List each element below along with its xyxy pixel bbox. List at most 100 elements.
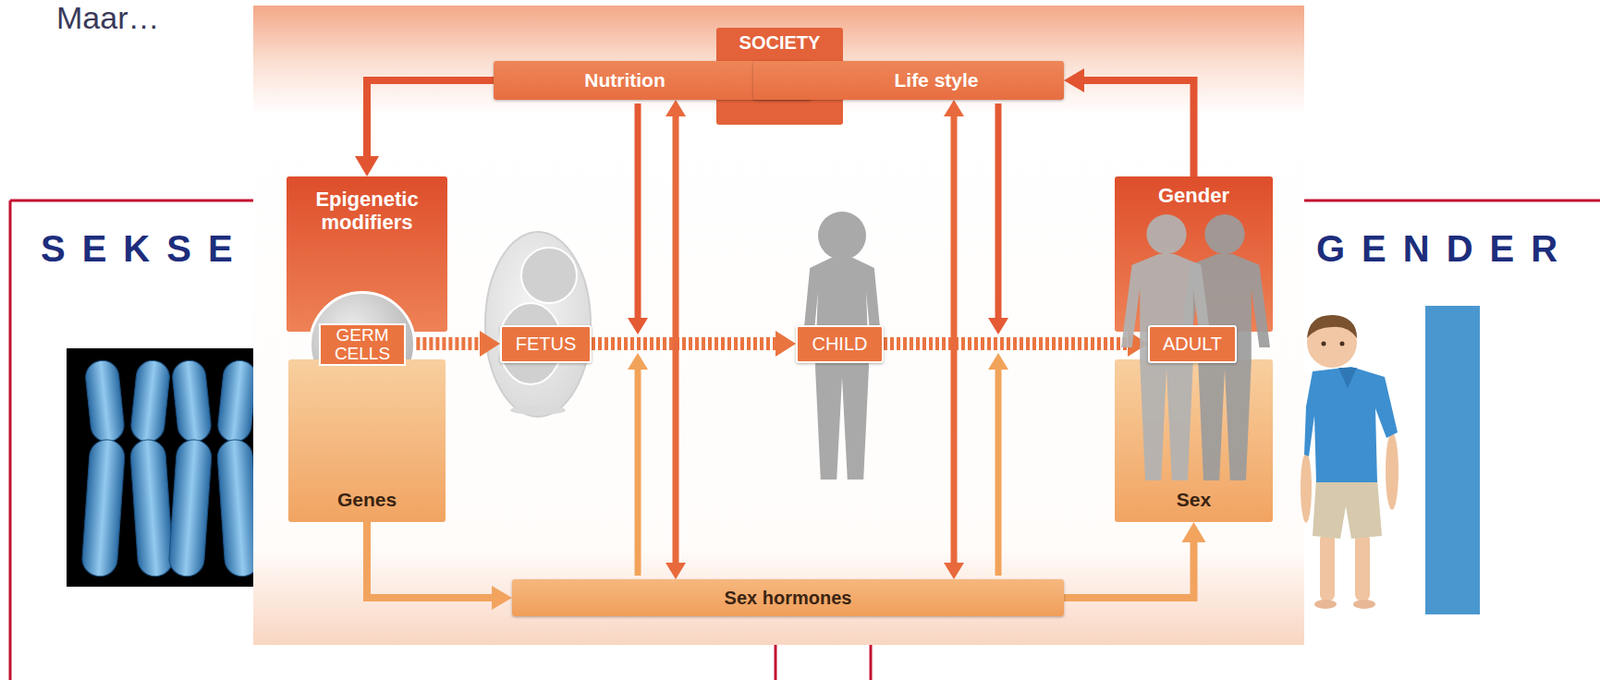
arrow-head [354, 156, 379, 177]
blue-bar [1425, 305, 1480, 615]
arrow-head [665, 99, 686, 117]
boy-foot [1353, 599, 1376, 610]
chromatid [129, 359, 171, 444]
boy-foot [1314, 599, 1337, 610]
connector-line [366, 80, 494, 160]
sex-box: Sex [1114, 359, 1273, 523]
stage-label: FETUS [500, 325, 592, 364]
boy-collar [1338, 367, 1357, 389]
node-text: FETUS [515, 333, 577, 355]
diagram-panel [253, 5, 1305, 646]
node-text: Life style [893, 69, 978, 92]
influence-arrow [943, 99, 965, 580]
node-text: Nutrition [584, 69, 665, 92]
arrow-shaft [995, 103, 1002, 320]
development-arrow [883, 330, 1149, 357]
arrow-head [988, 353, 1009, 370]
arrow-head [665, 562, 686, 580]
boy-eye [1321, 341, 1327, 347]
boy-arm [1385, 432, 1399, 511]
frame-line [869, 645, 873, 680]
arrow-head [943, 562, 965, 580]
connector-line [672, 112, 680, 566]
connector-line [883, 337, 1132, 351]
influence-arrow [1063, 522, 1207, 599]
slide-title: GENDER [1316, 227, 1575, 270]
arrow-head [627, 317, 648, 335]
adult-silhouette [1179, 214, 1271, 481]
arrow-head [775, 330, 796, 357]
connector-line [366, 522, 496, 599]
child-body [802, 256, 883, 480]
frame-line [774, 645, 778, 680]
boy-photo [1300, 315, 1399, 610]
gender-box: Gender [1114, 176, 1273, 332]
chromosome-photo [66, 348, 261, 587]
influence-arrow [366, 522, 513, 611]
connector-line [415, 337, 484, 351]
influence-arrow [665, 99, 686, 580]
chromatid [129, 439, 174, 578]
connector-line [1063, 538, 1195, 599]
node-text: Epigenetic modifiers [293, 187, 440, 235]
node-text: Genes [337, 488, 397, 512]
boy-hair [1306, 315, 1357, 339]
genes-box: Genes [288, 359, 446, 523]
adult-head [1204, 214, 1245, 255]
development-arrow [415, 330, 501, 357]
slide-heading: Maar… [56, 0, 159, 37]
chromatid [81, 439, 126, 578]
stage-label: CHILD [795, 325, 884, 364]
fetus-figure [485, 232, 591, 417]
fetus-head [521, 247, 577, 304]
node-text: SOCIETY [739, 32, 821, 54]
womb-egg [485, 232, 591, 417]
node-text: ADULT [1162, 333, 1222, 355]
arrow-head [1182, 522, 1207, 543]
node-text: Sex hormones [724, 587, 853, 610]
development-arrow [591, 330, 796, 357]
arrow-head [943, 99, 965, 117]
boy-shorts [1312, 478, 1382, 539]
child-head [818, 211, 867, 260]
boy-shirt [1304, 366, 1398, 483]
arrow-head [1063, 68, 1085, 93]
label-holder: GENDER [1316, 227, 1575, 270]
connector-line [1080, 80, 1195, 177]
factor-bar: Life style [753, 61, 1064, 100]
adult-silhouette [1121, 214, 1212, 481]
adult-head [1146, 214, 1186, 255]
arrow-head [988, 317, 1009, 335]
label-holder: SEKSE [40, 227, 250, 270]
stage-label: ADULT [1148, 325, 1237, 364]
frame-line [9, 200, 13, 680]
arrow-shaft [635, 103, 642, 320]
chromatid [170, 359, 213, 444]
arrow-head [491, 586, 513, 611]
hormone-bar: Sex hormones [512, 579, 1064, 617]
node-text: Gender [1158, 183, 1230, 208]
boy-eye [1340, 341, 1345, 347]
slide-title: SEKSE [40, 227, 250, 270]
adult-body [1179, 254, 1271, 481]
arrow-head [627, 353, 648, 370]
node-text: CHILD [811, 333, 868, 355]
influence-arrow [354, 80, 494, 177]
connector-line [591, 337, 780, 351]
influence-arrow [1063, 68, 1195, 177]
arrow-head [1127, 330, 1149, 357]
boy-arm [1300, 452, 1312, 524]
node-text: GERM CELLS [318, 323, 406, 367]
chromatid [84, 359, 126, 444]
node-text: Sex [1176, 488, 1211, 512]
arrow-shaft [635, 367, 642, 576]
boy-leg [1355, 534, 1370, 601]
connector-line [951, 112, 958, 566]
label-holder: Maar… [56, 0, 159, 37]
arrow-head [479, 330, 501, 357]
boy-leg [1319, 534, 1335, 601]
adult-body [1121, 254, 1212, 481]
chromatid [168, 439, 213, 578]
